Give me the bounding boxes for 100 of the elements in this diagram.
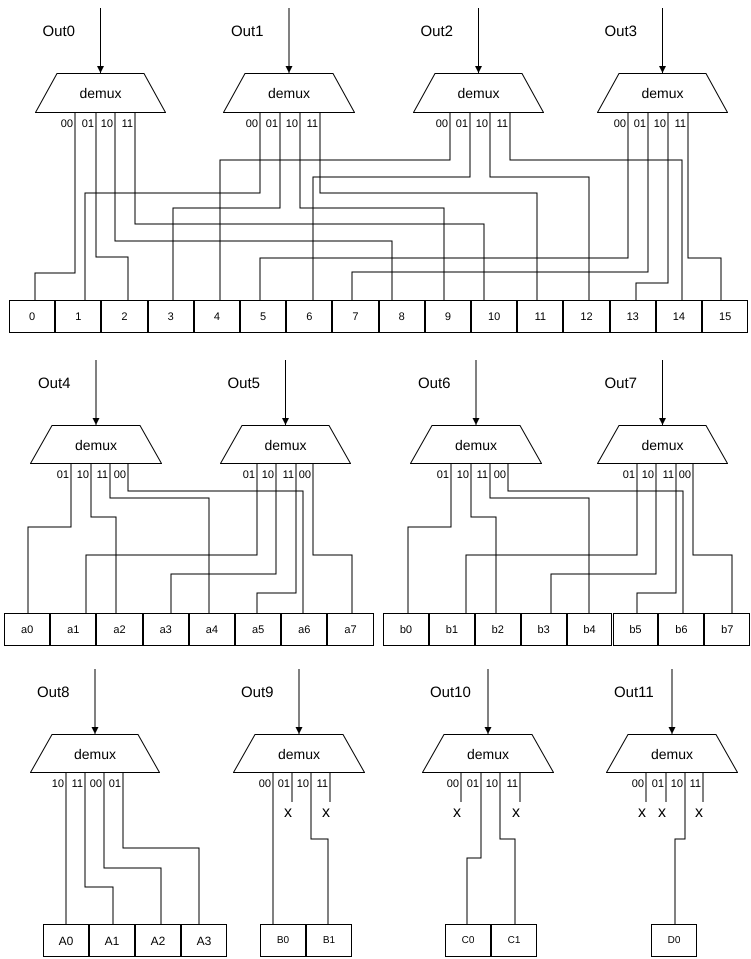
arrow — [484, 668, 492, 734]
memory-cell: 14 — [656, 300, 702, 333]
memory-cell: D0 — [651, 924, 697, 957]
wire — [466, 772, 482, 924]
demux-block: demux — [413, 73, 544, 113]
memory-cell: 4 — [194, 300, 240, 333]
output-label: Out10 — [430, 669, 485, 707]
port-label: 01 — [80, 118, 94, 130]
memory-cell: 2 — [101, 300, 148, 333]
demux-block: demux — [223, 73, 355, 113]
port-label: 00 — [612, 118, 626, 130]
arrow — [296, 668, 302, 734]
wire — [470, 464, 496, 614]
port-label: 11 — [476, 469, 488, 481]
wire — [114, 112, 392, 300]
port-label: 00 — [258, 778, 271, 790]
wire — [96, 112, 128, 300]
memory-cell: 5 — [240, 300, 286, 333]
port-label: 11 — [96, 469, 108, 481]
memory-cell: 1 — [55, 300, 102, 333]
demux-block: demux — [597, 73, 728, 113]
arrow — [668, 668, 676, 734]
port-label: 00 — [244, 118, 258, 130]
output-label: Out3 — [604, 8, 660, 46]
unconnected-mark: x — [512, 804, 528, 820]
memory-cell: 13 — [610, 300, 656, 333]
port-label: 00 — [112, 469, 126, 481]
memory-cell: 11 — [517, 300, 564, 333]
port-label: 10 — [100, 118, 113, 130]
port-label: 10 — [456, 469, 469, 481]
wire — [490, 112, 590, 300]
wire — [320, 112, 538, 300]
wire — [312, 112, 470, 300]
wire — [128, 464, 304, 614]
wire — [256, 464, 296, 614]
demux-block: demux — [30, 734, 160, 773]
unconnected-mark: x — [658, 804, 674, 820]
port-label: 11 — [662, 469, 674, 481]
output-label: Out4 — [38, 360, 93, 398]
memory-cell: 0 — [9, 300, 56, 333]
output-label: Out0 — [42, 8, 98, 46]
unconnected-mark: x — [322, 804, 338, 820]
port-label: 00 — [678, 469, 691, 481]
output-label: Out7 — [604, 360, 660, 398]
output-label: Out6 — [418, 360, 473, 398]
arrow — [282, 360, 289, 426]
output-label: Out2 — [420, 8, 476, 46]
wire — [104, 772, 162, 924]
memory-cell: a2 — [96, 613, 143, 646]
arrow — [97, 8, 104, 74]
port-label: 11 — [282, 469, 294, 481]
memory-cell: b7 — [704, 613, 750, 646]
wire — [86, 464, 258, 614]
wire — [636, 464, 676, 614]
memory-cell: B0 — [260, 924, 306, 957]
port-label: 01 — [622, 469, 635, 481]
port-label: 11 — [506, 778, 518, 790]
port-label: 00 — [298, 469, 311, 481]
wire — [170, 464, 276, 614]
unconnected-mark: x — [284, 804, 300, 820]
port-label: 11 — [496, 118, 508, 130]
memory-cell: 8 — [378, 300, 425, 333]
wire — [500, 772, 516, 924]
demux-block: demux — [35, 73, 166, 113]
port-label: 10 — [50, 778, 64, 790]
port-label: 00 — [630, 778, 644, 790]
output-label: Out8 — [37, 669, 92, 707]
port-label: 11 — [674, 118, 686, 130]
demux-block: demux — [410, 425, 542, 464]
memory-cell: b3 — [520, 613, 567, 646]
arrow — [659, 8, 666, 74]
port-label: 01 — [454, 118, 468, 130]
wire — [674, 772, 686, 924]
wire — [510, 112, 682, 300]
memory-cell: C0 — [445, 924, 491, 957]
demux-block: demux — [597, 425, 728, 464]
wire — [172, 112, 280, 300]
memory-cell: b6 — [658, 613, 704, 646]
port-label: 01 — [242, 469, 255, 481]
port-label: 00 — [434, 118, 448, 130]
memory-cell: 7 — [332, 300, 379, 333]
memory-cell: b0 — [383, 613, 429, 646]
wire — [490, 464, 590, 614]
port-label: 01 — [436, 469, 449, 481]
arrow — [286, 8, 292, 74]
port-label: 10 — [296, 778, 309, 790]
port-label: 10 — [670, 778, 683, 790]
port-label: 00 — [88, 778, 102, 790]
port-label: 11 — [688, 778, 701, 790]
memory-cell: a5 — [235, 613, 282, 646]
wire — [408, 464, 452, 614]
memory-cell: A0 — [43, 924, 89, 957]
port-label: 00 — [492, 469, 506, 481]
wire — [692, 464, 732, 614]
wire — [310, 772, 328, 924]
port-label: 11 — [306, 118, 318, 130]
memory-cell: C1 — [491, 924, 537, 957]
memory-cell: a4 — [188, 613, 235, 646]
wire — [466, 464, 638, 614]
output-label: Out11 — [614, 669, 669, 707]
